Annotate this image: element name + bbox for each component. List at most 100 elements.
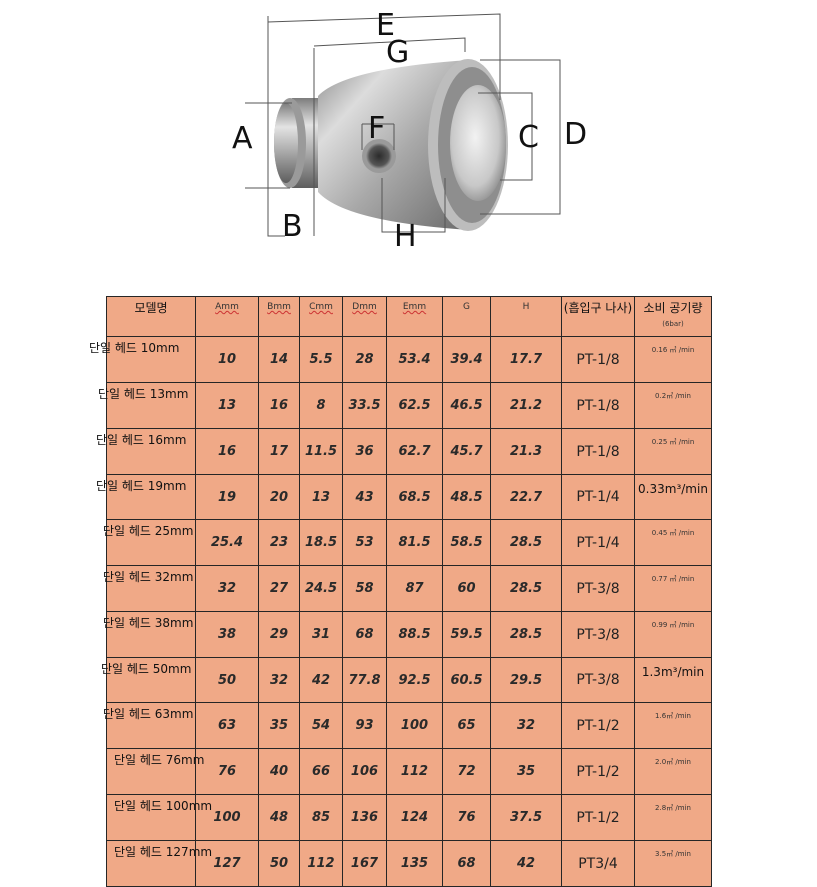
cell-air: 0.45 ㎥ /min: [634, 519, 712, 566]
cell-g: 59.5: [442, 611, 491, 658]
cell-d: 93: [342, 702, 387, 749]
cell-h: 17.7: [490, 336, 562, 383]
cell-g: 60: [442, 565, 491, 612]
model-name: 단일 헤드 76mm: [114, 753, 205, 767]
cell-e: 112: [386, 748, 443, 795]
cell-e: 53.4: [386, 336, 443, 383]
cell-g: 58.5: [442, 519, 491, 566]
dimension-lines: [245, 13, 561, 237]
cell-a: 19: [195, 474, 259, 520]
cell-b: 32: [258, 657, 300, 703]
cell-model: 단일 헤드 100mm: [106, 794, 212, 841]
model-name: 단일 헤드 13mm: [98, 387, 189, 401]
cell-e: 81.5: [386, 519, 443, 566]
header-e: Emm: [386, 296, 443, 337]
header-g: G: [442, 296, 491, 337]
dimension-label-f: F: [368, 111, 385, 146]
cell-air: 3.5㎥ /min: [634, 840, 712, 887]
cell-air: 2.0㎥ /min: [634, 748, 712, 795]
cell-b: 16: [258, 382, 300, 429]
cell-d: 43: [342, 474, 387, 520]
cell-a: 76: [195, 748, 259, 795]
cell-e: 124: [386, 794, 443, 841]
cell-a: 32: [195, 565, 259, 612]
cell-b: 50: [258, 840, 300, 887]
cell-d: 36: [342, 428, 387, 475]
dimension-label-b: B: [282, 209, 303, 244]
cell-air: 0.25 ㎥ /min: [634, 428, 712, 475]
cell-d: 136: [342, 794, 387, 841]
cell-d: 77.8: [342, 657, 387, 703]
cell-c: 54: [299, 702, 343, 749]
cell-thread: PT-1/2: [561, 702, 635, 749]
cell-air: 0.33m³/min: [634, 474, 712, 520]
cell-b: 35: [258, 702, 300, 749]
cell-d: 28: [342, 336, 387, 383]
cell-model: 단일 헤드 63mm: [103, 702, 196, 749]
header-air-sub: (6bar): [662, 320, 684, 328]
cell-air: 1.3m³/min: [634, 657, 712, 703]
cell-thread: PT-3/8: [561, 657, 635, 703]
cell-g: 68: [442, 840, 491, 887]
header-air: 소비 공기량 (6bar): [634, 296, 712, 337]
cell-c: 66: [299, 748, 343, 795]
spec-table: 모델명 Amm Bmm Cmm Dmm Emm G H (흡입구 나사) 소비 …: [89, 296, 712, 887]
cell-e: 92.5: [386, 657, 443, 703]
cell-h: 28.5: [490, 611, 562, 658]
cell-model: 단일 헤드 50mm: [101, 657, 196, 703]
cell-thread: PT-1/4: [561, 519, 635, 566]
cell-c: 31: [299, 611, 343, 658]
cell-c: 85: [299, 794, 343, 841]
cell-d: 33.5: [342, 382, 387, 429]
cell-a: 63: [195, 702, 259, 749]
model-name: 단일 헤드 25mm: [103, 524, 194, 538]
cell-b: 27: [258, 565, 300, 612]
cell-air: 0.99 ㎥ /min: [634, 611, 712, 658]
cell-thread: PT-1/4: [561, 474, 635, 520]
cell-h: 21.3: [490, 428, 562, 475]
model-name: 단일 헤드 16mm: [96, 433, 187, 447]
cell-h: 28.5: [490, 565, 562, 612]
cell-b: 17: [258, 428, 300, 475]
dimension-label-d: D: [564, 117, 587, 152]
cell-h: 37.5: [490, 794, 562, 841]
cell-b: 29: [258, 611, 300, 658]
dimension-label-e: E: [376, 8, 395, 43]
cell-b: 48: [258, 794, 300, 841]
model-name: 단일 헤드 10mm: [89, 341, 180, 355]
cell-thread: PT-3/8: [561, 565, 635, 612]
cell-c: 112: [299, 840, 343, 887]
cell-d: 106: [342, 748, 387, 795]
model-name: 단일 헤드 63mm: [103, 707, 194, 721]
cell-model: 단일 헤드 76mm: [106, 748, 204, 795]
cell-d: 167: [342, 840, 387, 887]
header-thread: (흡입구 나사): [561, 296, 635, 337]
model-name: 단일 헤드 19mm: [96, 479, 187, 493]
cell-g: 48.5: [442, 474, 491, 520]
model-name: 단일 헤드 32mm: [103, 570, 194, 584]
cell-thread: PT-3/8: [561, 611, 635, 658]
cell-thread: PT-1/8: [561, 428, 635, 475]
cell-g: 76: [442, 794, 491, 841]
cell-air: 2.8㎥ /min: [634, 794, 712, 841]
cell-h: 22.7: [490, 474, 562, 520]
cell-h: 32: [490, 702, 562, 749]
product-dimension-diagram: E G A F C D B H: [232, 8, 587, 254]
cell-model: 단일 헤드 25mm: [103, 519, 196, 566]
cell-model: 단일 헤드 10mm: [89, 336, 196, 383]
cell-e: 100: [386, 702, 443, 749]
cell-b: 14: [258, 336, 300, 383]
cell-e: 88.5: [386, 611, 443, 658]
cell-d: 58: [342, 565, 387, 612]
cell-thread: PT-1/2: [561, 748, 635, 795]
cell-a: 38: [195, 611, 259, 658]
header-d: Dmm: [342, 296, 387, 337]
